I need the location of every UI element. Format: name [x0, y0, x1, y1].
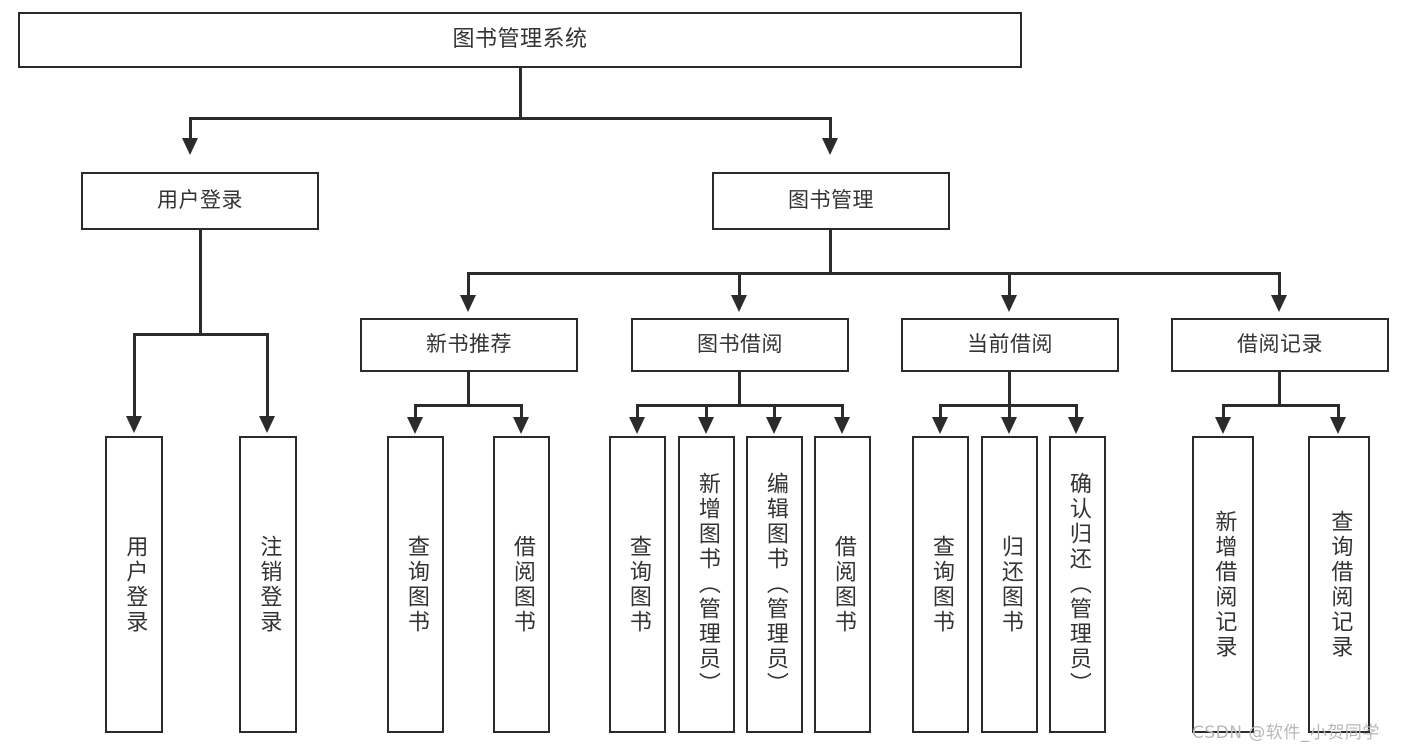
node-leaf-logout-login[interactable]: 注销登录 — [239, 436, 297, 733]
arrowhead-leaf-return-book — [1001, 417, 1017, 434]
arrowhead-leaf-query-record — [1330, 417, 1346, 434]
connector-drop-leaf-borrow-book-1 — [520, 404, 523, 419]
connector-drop-book-borrow — [738, 272, 741, 297]
arrowhead-leaf-query-book-1 — [407, 417, 423, 434]
node-leaf-query-book-borrow[interactable]: 查询图书 — [609, 436, 666, 733]
node-root-book-management-system[interactable]: 图书管理系统 — [18, 12, 1022, 68]
arrowhead-book-borrow — [731, 295, 747, 312]
node-borrow-record[interactable]: 借阅记录 — [1171, 318, 1389, 372]
connector-drop-current-borrow — [1008, 272, 1011, 297]
arrowhead-leaf-add-book — [698, 417, 714, 434]
connector-drop-leaf-return-book — [1008, 404, 1011, 419]
csdn-watermark: CSDN @软件_小贺同学 — [1192, 723, 1380, 743]
node-leaf-user-login[interactable]: 用户登录 — [105, 436, 163, 733]
arrowhead-new-book-recommend — [460, 295, 476, 312]
node-book-management[interactable]: 图书管理 — [712, 172, 950, 230]
node-leaf-add-book[interactable]: 新增图书（管理员） — [678, 436, 735, 733]
arrowhead-current-borrow — [1001, 295, 1017, 312]
arrowhead-leaf-edit-book — [766, 417, 782, 434]
connector-new-book-recommend-stem — [467, 372, 470, 406]
connector-drop-book-manage — [829, 117, 832, 140]
arrowhead-leaf-user-login — [126, 416, 142, 433]
arrowhead-leaf-query-book-3 — [932, 417, 948, 434]
arrowhead-leaf-confirm-return — [1068, 417, 1084, 434]
connector-user-login-stem — [199, 230, 202, 335]
arrowhead-user-login — [182, 138, 198, 155]
node-user-login[interactable]: 用户登录 — [81, 172, 319, 230]
arrowhead-leaf-logout-login — [259, 416, 275, 433]
connector-drop-leaf-logout-login — [266, 333, 269, 418]
node-leaf-add-borrow-record[interactable]: 新增借阅记录 — [1192, 436, 1254, 733]
node-leaf-query-book-current[interactable]: 查询图书 — [912, 436, 969, 733]
connector-level3-bus — [467, 272, 1280, 275]
connector-drop-borrow-record — [1278, 272, 1281, 297]
connector-drop-leaf-add-record — [1222, 404, 1225, 419]
connector-drop-user-login — [189, 117, 192, 140]
arrowhead-leaf-borrow-book-2 — [834, 417, 850, 434]
node-leaf-borrow-book-recommend[interactable]: 借阅图书 — [493, 436, 550, 733]
connector-drop-leaf-borrow-book-2 — [841, 404, 844, 419]
node-new-book-recommend[interactable]: 新书推荐 — [360, 318, 578, 372]
connector-user-login-bus — [133, 333, 268, 336]
arrowhead-leaf-borrow-book-1 — [513, 417, 529, 434]
node-leaf-edit-book[interactable]: 编辑图书（管理员） — [746, 436, 803, 733]
connector-root-stem — [519, 68, 522, 118]
node-leaf-return-book[interactable]: 归还图书 — [981, 436, 1038, 733]
node-leaf-query-book-recommend[interactable]: 查询图书 — [387, 436, 444, 733]
connector-drop-leaf-query-book-3 — [939, 404, 942, 419]
connector-book-borrow-stem — [738, 372, 741, 406]
connector-book-manage-stem — [829, 230, 832, 274]
connector-drop-leaf-query-record — [1337, 404, 1340, 419]
connector-drop-leaf-add-book — [705, 404, 708, 419]
connector-current-borrow-stem — [1008, 372, 1011, 406]
connector-borrow-record-bus — [1222, 404, 1340, 407]
connector-drop-leaf-confirm-return — [1075, 404, 1078, 419]
node-leaf-confirm-return[interactable]: 确认归还（管理员） — [1049, 436, 1106, 733]
connector-borrow-record-stem — [1278, 372, 1281, 406]
arrowhead-leaf-add-record — [1215, 417, 1231, 434]
connector-drop-leaf-edit-book — [773, 404, 776, 419]
node-leaf-query-borrow-record[interactable]: 查询借阅记录 — [1308, 436, 1370, 733]
connector-drop-leaf-query-book-2 — [636, 404, 639, 419]
connector-book-borrow-bus — [636, 404, 844, 407]
connector-drop-leaf-user-login — [133, 333, 136, 418]
node-leaf-borrow-book[interactable]: 借阅图书 — [814, 436, 871, 733]
connector-drop-new-book-recommend — [467, 272, 470, 297]
connector-new-book-recommend-bus — [414, 404, 523, 407]
node-book-borrow[interactable]: 图书借阅 — [631, 318, 849, 372]
connector-level2-bus — [189, 117, 832, 120]
node-current-borrow[interactable]: 当前借阅 — [901, 318, 1119, 372]
connector-drop-leaf-query-book-1 — [414, 404, 417, 419]
arrowhead-leaf-query-book-2 — [629, 417, 645, 434]
arrowhead-borrow-record — [1271, 295, 1287, 312]
arrowhead-book-manage — [822, 138, 838, 155]
